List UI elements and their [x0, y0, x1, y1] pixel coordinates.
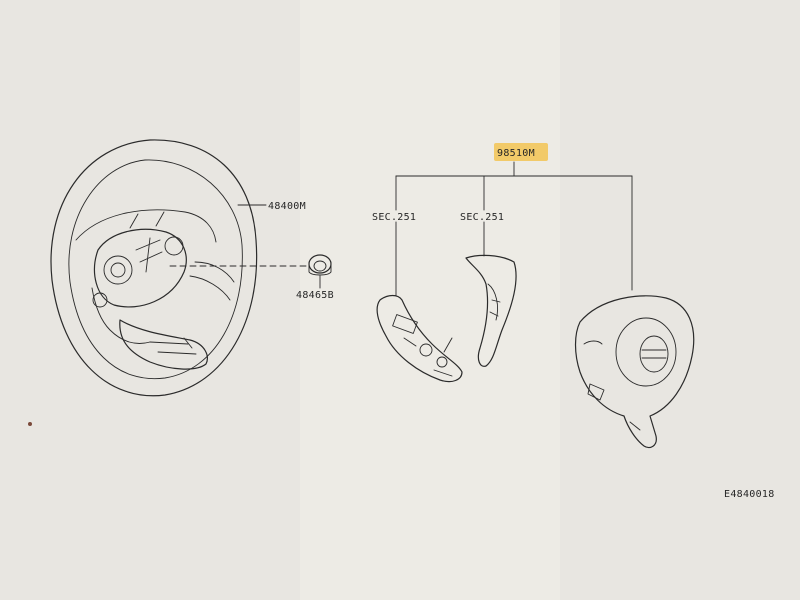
paper-sheen [300, 0, 560, 600]
airbag-label-highlight [494, 143, 548, 161]
label-nut: 48465B [296, 290, 334, 301]
label-sec-left: SEC.251 [372, 212, 416, 223]
steering-wheel-drawing [50, 139, 267, 397]
paper-speck [28, 422, 32, 426]
nut-drawing [169, 254, 332, 289]
label-steering-wheel: 48400M [268, 201, 306, 212]
left-switch-drawing [376, 294, 463, 383]
label-airbag-module: 98510M [497, 148, 535, 159]
airbag-module-drawing [574, 295, 695, 449]
callout-tree [395, 161, 633, 297]
label-sec-right: SEC.251 [460, 212, 504, 223]
label-figure-code: E4840018 [724, 489, 775, 500]
right-switch-drawing [465, 254, 517, 367]
